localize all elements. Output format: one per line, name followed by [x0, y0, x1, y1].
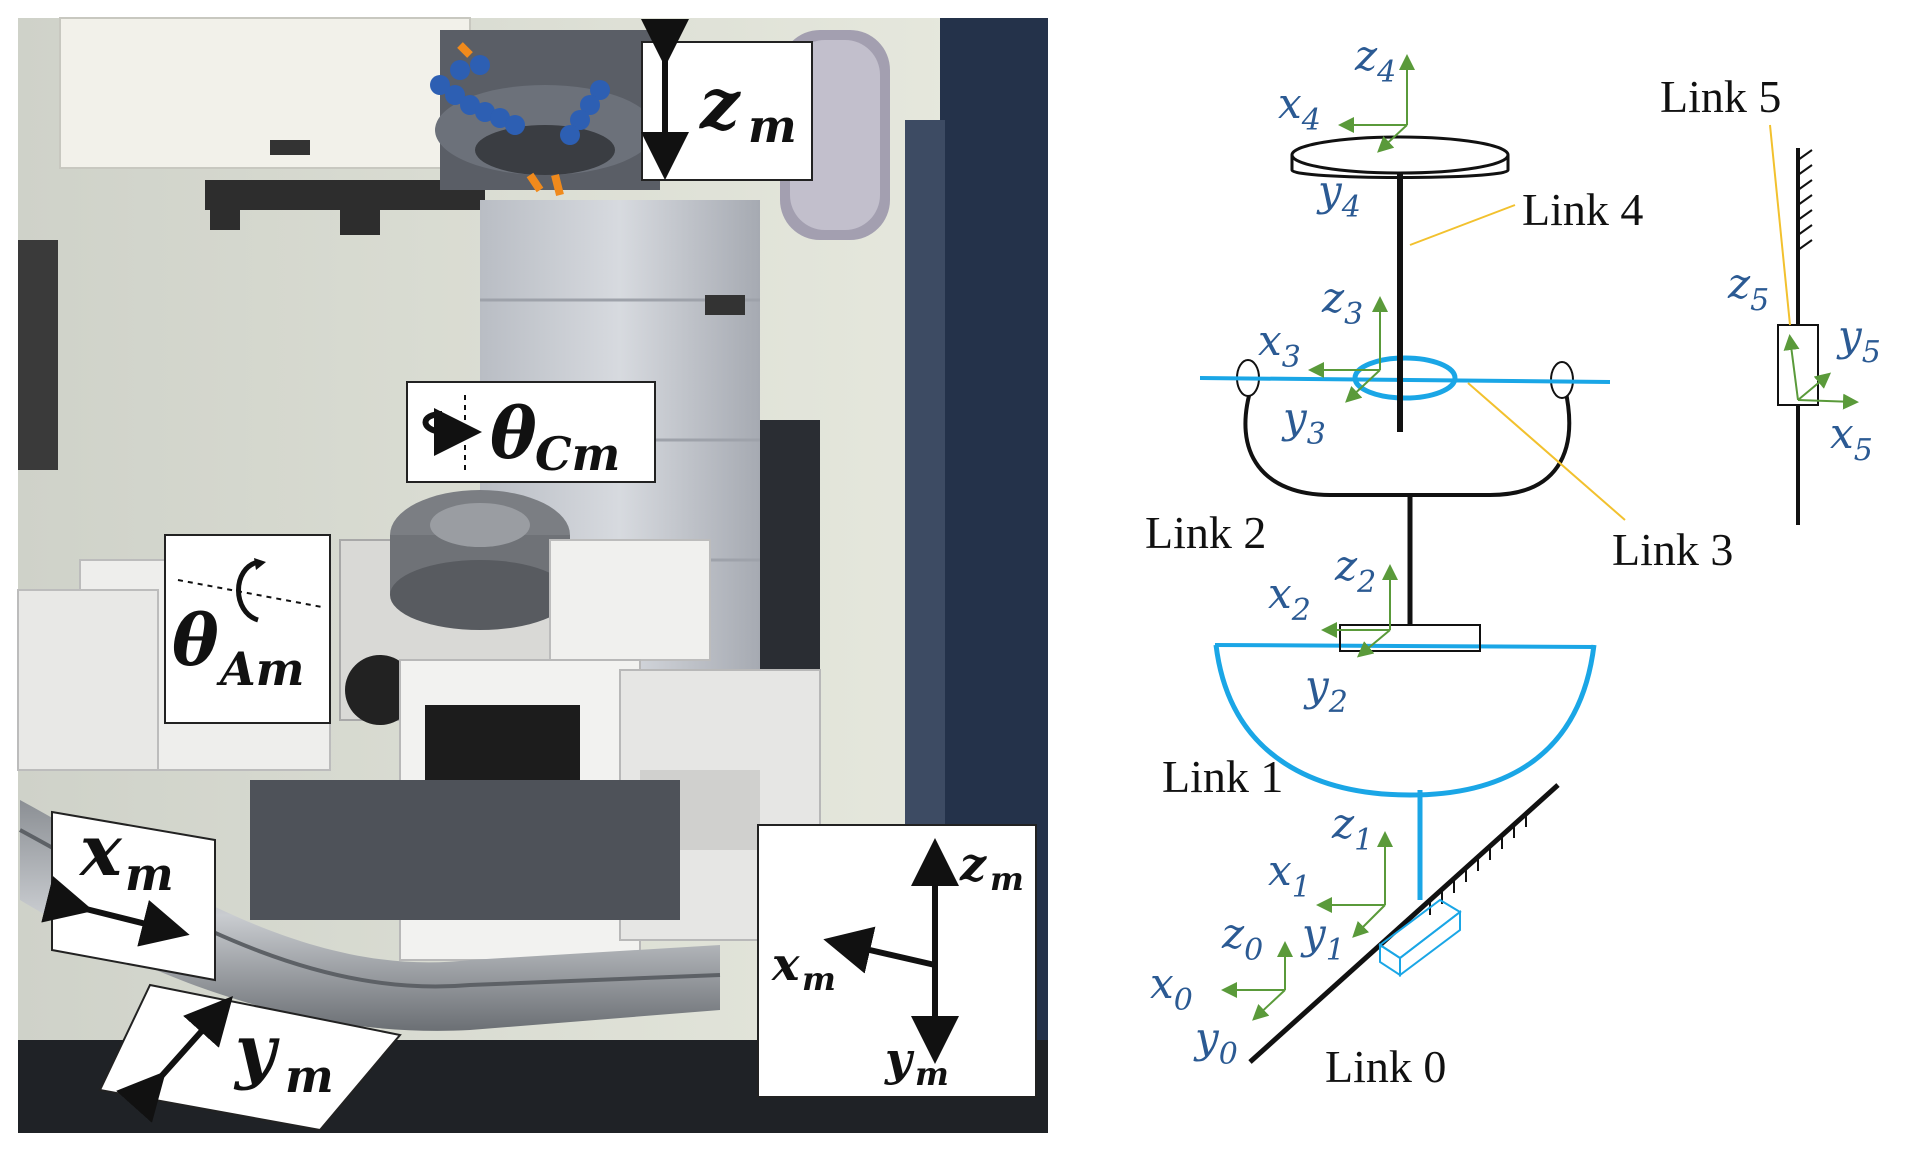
inset-x-main: x: [771, 937, 800, 991]
coolant-hoses: [430, 55, 610, 145]
link1-slider-block: [1378, 898, 1462, 977]
frame5-z-axis: [1783, 334, 1800, 401]
rotation-arrow-icon: [422, 408, 482, 456]
frame2-y-axis: [1356, 629, 1391, 658]
kinematic-diagram: Link 5 Link 4 Link 2 Link 3 Link 1 Link …: [1145, 31, 1881, 1092]
theta-cm-label-box: θ Cm: [406, 381, 656, 483]
frame2-x-label: x2: [1268, 569, 1311, 628]
link0-ground-line: [1248, 783, 1560, 1064]
theta-cm-label-main: θ: [490, 392, 537, 475]
tool-rail: [205, 180, 485, 210]
frame0-y-label: y0: [1193, 1013, 1238, 1072]
frame4-x-label: x4: [1278, 79, 1321, 138]
link2-label: Link 2: [1145, 507, 1266, 558]
frame1-x-label: x1: [1268, 846, 1311, 905]
frame5-y-label: y5: [1836, 311, 1881, 370]
link3-rotary-table: [1352, 355, 1458, 401]
zm-label-box: z m: [641, 19, 813, 181]
frame1-y-axis: [1352, 904, 1386, 938]
frame0-y-axis: [1252, 989, 1286, 1021]
frame4-z-label: z4: [1354, 31, 1396, 90]
inset-z-main: z: [959, 837, 987, 891]
link5-hatch: [1797, 149, 1813, 251]
ym-label-main: y: [233, 1009, 280, 1092]
frame1-y-label: y1: [1300, 909, 1345, 968]
theta-am-label-sub: Am: [216, 642, 304, 696]
frame4-y-axis: [1377, 124, 1408, 153]
frame4-y-label: y4: [1316, 166, 1361, 225]
xm-label-box: x m: [41, 809, 216, 982]
link2-cradle: [1243, 384, 1572, 497]
inset-y-main: y: [884, 1032, 915, 1086]
frame1-z-label: z1: [1331, 799, 1373, 858]
xm-label-main: x: [78, 809, 123, 892]
theta-cm-label-sub: Cm: [535, 427, 620, 481]
frame2-z-label: z2: [1334, 541, 1376, 600]
link1-label: Link 1: [1162, 751, 1283, 802]
frame3-z-label: z3: [1321, 273, 1363, 332]
frame3-x-label: x3: [1258, 316, 1301, 375]
link4-label: Link 4: [1522, 184, 1643, 235]
frame3-y-axis: [1345, 369, 1381, 403]
frame5-z-label: z5: [1727, 259, 1769, 318]
frame0-x-label: x0: [1150, 959, 1193, 1018]
frame2-y-label: y2: [1303, 661, 1348, 720]
table-base: [250, 780, 680, 920]
link3-label: Link 3: [1612, 524, 1733, 575]
link1-top-line: [1214, 643, 1596, 649]
machine-axes-inset: z m x m y m: [757, 824, 1037, 1098]
spindle-housing: [59, 17, 471, 169]
theta-am-label-box: θ Am: [164, 534, 331, 724]
frame5-y-axis: [1797, 372, 1832, 401]
xm-label-sub: m: [125, 847, 174, 901]
zm-label-main: z: [698, 62, 741, 145]
inset-z-sub: m: [990, 860, 1024, 898]
frame3-y-label: y3: [1281, 393, 1326, 452]
link1-hemisphere: [1213, 644, 1597, 798]
frame0-z-label: z0: [1221, 909, 1263, 968]
frame5-x-label: x5: [1830, 409, 1873, 468]
leader-lines: [1409, 124, 1791, 521]
link3-axis-line: [1199, 376, 1611, 384]
inset-y-sub: m: [915, 1055, 949, 1093]
frame5-x-axis: [1797, 393, 1859, 410]
zm-label-sub: m: [748, 99, 797, 153]
theta-am-label-main: θ: [172, 599, 219, 682]
ym-label-sub: m: [285, 1049, 334, 1103]
inset-x-sub: m: [802, 960, 836, 998]
link5-label: Link 5: [1660, 71, 1781, 122]
ym-label-box: y m: [98, 983, 402, 1132]
frame-axes: [1221, 54, 1859, 1021]
machine-photo: [17, 17, 1048, 1133]
rotation-arrow-icon: [236, 559, 260, 623]
link0-label: Link 0: [1325, 1041, 1446, 1092]
